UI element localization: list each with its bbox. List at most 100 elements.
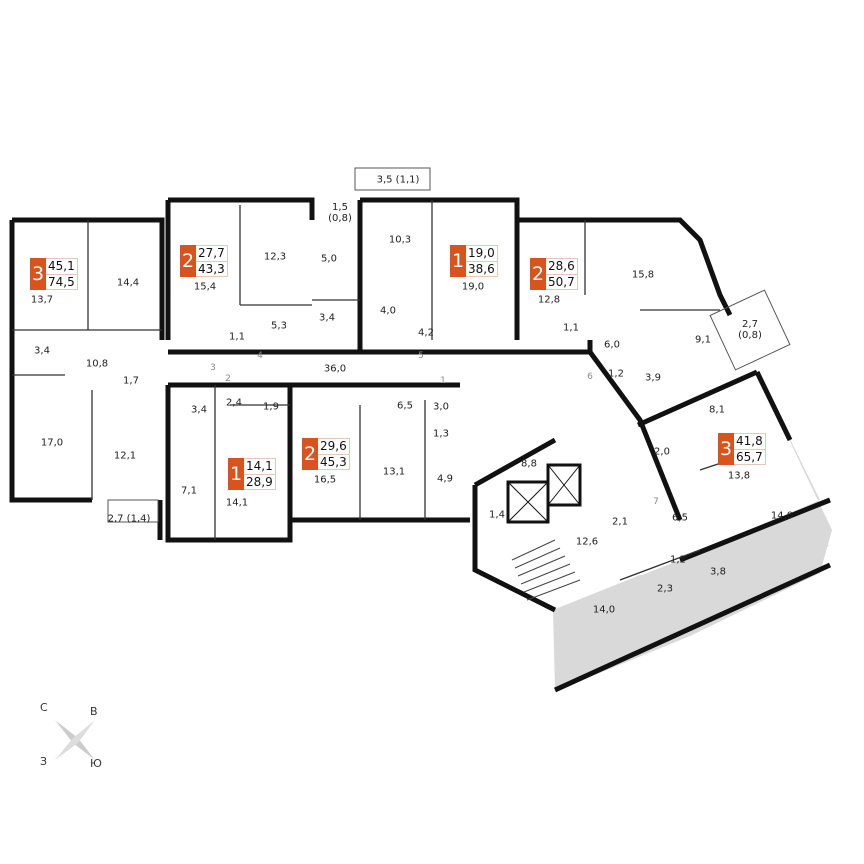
exterior-walls <box>9 197 832 693</box>
room-area-label: 6,0 <box>604 339 620 351</box>
room-count: 2 <box>180 245 196 277</box>
room-area-label: 14,0 <box>592 604 616 616</box>
room-area-label: 16,5 <box>313 474 337 486</box>
room-area-label: 15,8 <box>631 269 655 281</box>
room-area-label: 2,3 <box>657 583 673 595</box>
room-area-label: 1,1 <box>563 322 579 334</box>
entrance-number: 5 <box>418 351 424 361</box>
living-area: 19,0 <box>466 246 497 262</box>
compass-north: С <box>40 701 48 714</box>
stairs <box>511 539 581 601</box>
room-area-label: 8,1 <box>709 404 725 416</box>
room-area-label: 13,1 <box>382 466 406 478</box>
room-area-label: 1,3 <box>433 428 449 440</box>
room-area-label: 12,3 <box>263 251 287 263</box>
room-area-label: 9,1 <box>695 334 711 346</box>
entrance-number: 2 <box>225 374 231 384</box>
living-area: 41,8 <box>734 434 765 450</box>
entrance-number: 1 <box>440 376 446 386</box>
windows <box>107 167 791 523</box>
shaded-apartment-3-lower <box>553 545 830 690</box>
room-area-label: 8,8 <box>521 458 537 470</box>
room-area-label: 6,5 <box>672 512 688 524</box>
room-area-label: 1,7 <box>123 375 139 387</box>
room-area-label: 4,0 <box>380 305 396 317</box>
room-area-label: 3,8 <box>710 566 726 578</box>
room-area-label: 1,2 <box>608 368 624 380</box>
compass: С В З Ю <box>40 701 110 775</box>
room-area-label: 2,7 (0,8) <box>738 319 762 341</box>
room-area-label: 2,0 <box>654 446 670 458</box>
total-area: 65,7 <box>736 450 763 464</box>
room-area-label: 17,0 <box>40 437 64 449</box>
living-area: 27,7 <box>196 246 227 262</box>
room-area-label: 5,3 <box>271 320 287 332</box>
room-area-label: 19,0 <box>461 281 485 293</box>
elevator-shafts <box>506 463 582 524</box>
room-area-label: 4,9 <box>437 473 453 485</box>
room-count: 2 <box>302 438 318 470</box>
room-area-label: 12,8 <box>537 294 561 306</box>
room-count: 3 <box>30 258 46 290</box>
room-area-label: 12,1 <box>113 450 137 462</box>
compass-star-icon <box>55 720 95 760</box>
living-area: 29,6 <box>318 439 349 455</box>
room-area-label: 1,4 <box>489 509 505 521</box>
room-area-label: 3,5 (1,1) <box>376 174 420 186</box>
compass-south: Ю <box>90 757 102 770</box>
room-area-label: 15,4 <box>193 281 217 293</box>
room-area-label: 14,1 <box>225 497 249 509</box>
room-area-label: 13,8 <box>727 470 751 482</box>
compass-east: В <box>90 705 98 718</box>
total-area: 74,5 <box>48 275 75 289</box>
room-area-label: 13,7 <box>30 294 54 306</box>
room-area-label: 10,3 <box>388 234 412 246</box>
room-area-label: 3,4 <box>34 345 50 357</box>
room-area-label: 6,5 <box>397 400 413 412</box>
room-area-label: 4,2 <box>418 327 434 339</box>
entrance-number: 6 <box>587 372 593 382</box>
room-area-label: 5,0 <box>321 253 337 265</box>
entrance-number: 7 <box>653 497 659 507</box>
total-area: 50,7 <box>548 275 575 289</box>
total-area: 38,6 <box>468 262 495 276</box>
room-count: 3 <box>718 433 734 465</box>
room-area-label: 1,2 <box>670 554 686 566</box>
total-area: 45,3 <box>320 455 347 469</box>
room-area-label: 14,0 <box>770 510 794 522</box>
total-area: 43,3 <box>198 262 225 276</box>
total-area: 28,9 <box>246 475 273 489</box>
room-count: 1 <box>450 245 466 277</box>
room-area-label: 2,4 <box>226 397 242 409</box>
living-area: 28,6 <box>546 259 577 275</box>
living-area: 14,1 <box>244 459 275 475</box>
compass-west: З <box>40 755 48 768</box>
room-area-label: 3,4 <box>191 404 207 416</box>
room-count: 2 <box>530 258 546 290</box>
room-area-label: 2,7 (1,4) <box>107 513 151 525</box>
entrance-number: 3 <box>210 363 216 373</box>
entrance-number: 4 <box>257 351 263 361</box>
interior-walls <box>12 200 761 581</box>
room-area-label: 3,4 <box>319 312 335 324</box>
room-area-label: 36,0 <box>323 363 347 375</box>
room-area-label: 7,1 <box>181 485 197 497</box>
room-area-label: 10,8 <box>85 358 109 370</box>
room-area-label: 1,9 <box>263 401 279 413</box>
room-count: 1 <box>228 458 244 490</box>
room-area-label: 2,1 <box>612 516 628 528</box>
room-area-label: 12,6 <box>575 536 599 548</box>
room-area-label: 1,1 <box>229 331 245 343</box>
room-area-label: 3,9 <box>645 372 661 384</box>
room-area-label: 3,0 <box>433 401 449 413</box>
room-area-label: 1,5 (0,8) <box>328 202 352 224</box>
